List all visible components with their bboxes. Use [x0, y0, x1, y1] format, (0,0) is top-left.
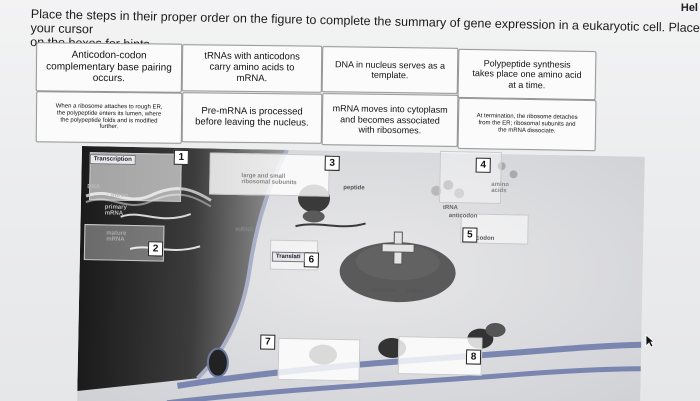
trna-label: tRNA [442, 204, 458, 212]
amino-acid [509, 170, 518, 179]
nucleus [77, 146, 287, 391]
step-number-2: 2 [147, 241, 164, 257]
gene-expression-figure: 1 2 3 4 5 6 7 8 Transcription Translati … [77, 146, 645, 401]
ribosome-small-subunit [302, 210, 325, 223]
drop-slot-7[interactable] [277, 337, 361, 382]
step-number-3: 3 [324, 155, 340, 171]
ribosome-label: ribosome [369, 287, 397, 295]
card-termination[interactable]: At termination, the ribosome detaches fr… [457, 97, 597, 152]
primary-mrna-strand [120, 213, 192, 220]
amino-acids-label: amino acids [491, 181, 510, 195]
card-rough-er[interactable]: When a ribosome attaches to rough ER, th… [35, 91, 183, 144]
step-number-5: 5 [462, 227, 478, 243]
help-link[interactable]: Hel [680, 2, 698, 14]
transcription-label: Transcription [89, 154, 136, 166]
primary-mrna-label: primary mRNA [104, 204, 127, 217]
card-mrna-moves[interactable]: mRNA moves into cytoplasm and becomes as… [321, 93, 459, 147]
mrna-label: mRNA [235, 226, 254, 234]
intron-label: intron [110, 192, 129, 199]
card-polypeptide-synthesis[interactable]: Polypeptide synthesis takes place one am… [457, 48, 597, 101]
step-number-1: 1 [173, 149, 189, 166]
drop-slot-4[interactable] [438, 150, 502, 205]
cytoplasm-mrna [295, 222, 366, 228]
rough-er-membrane-lower [166, 366, 641, 401]
step-number-4: 4 [475, 157, 491, 173]
card-dna-template[interactable]: DNA in nucleus serves as a template. [321, 46, 459, 94]
step-number-7: 7 [260, 334, 276, 350]
anticodon-label: anticodon [448, 213, 478, 220]
peptide-label: peptide [343, 185, 365, 192]
card-trnas-amino-acids[interactable]: tRNAs with anticodons carry amino acids … [181, 44, 323, 93]
amino-acid [443, 180, 454, 191]
trna-molecule [381, 231, 415, 265]
nuclear-pore [206, 347, 229, 378]
card-anticodon-codon[interactable]: Anticodon-codon complementary base pairi… [35, 42, 183, 93]
card-pre-mrna[interactable]: Pre-mRNA is processed before leaving the… [181, 92, 323, 144]
amino-acid [431, 185, 442, 196]
ribosomal-subunits-label: large and small ribosomal subunits [241, 173, 297, 187]
codon-label-bottom: codon [405, 288, 424, 295]
dna-label: DNA [87, 184, 101, 191]
step-number-6: 6 [303, 252, 319, 268]
mouse-pointer-icon [645, 334, 655, 348]
step-number-8: 8 [465, 349, 482, 365]
mature-mrna-label: mature mRNA [106, 230, 127, 243]
amino-acid [454, 188, 465, 199]
amino-acid [497, 162, 506, 171]
codon-label: codon [476, 235, 495, 242]
translation-label: Translati [271, 251, 305, 263]
er-ribosome [485, 322, 506, 337]
